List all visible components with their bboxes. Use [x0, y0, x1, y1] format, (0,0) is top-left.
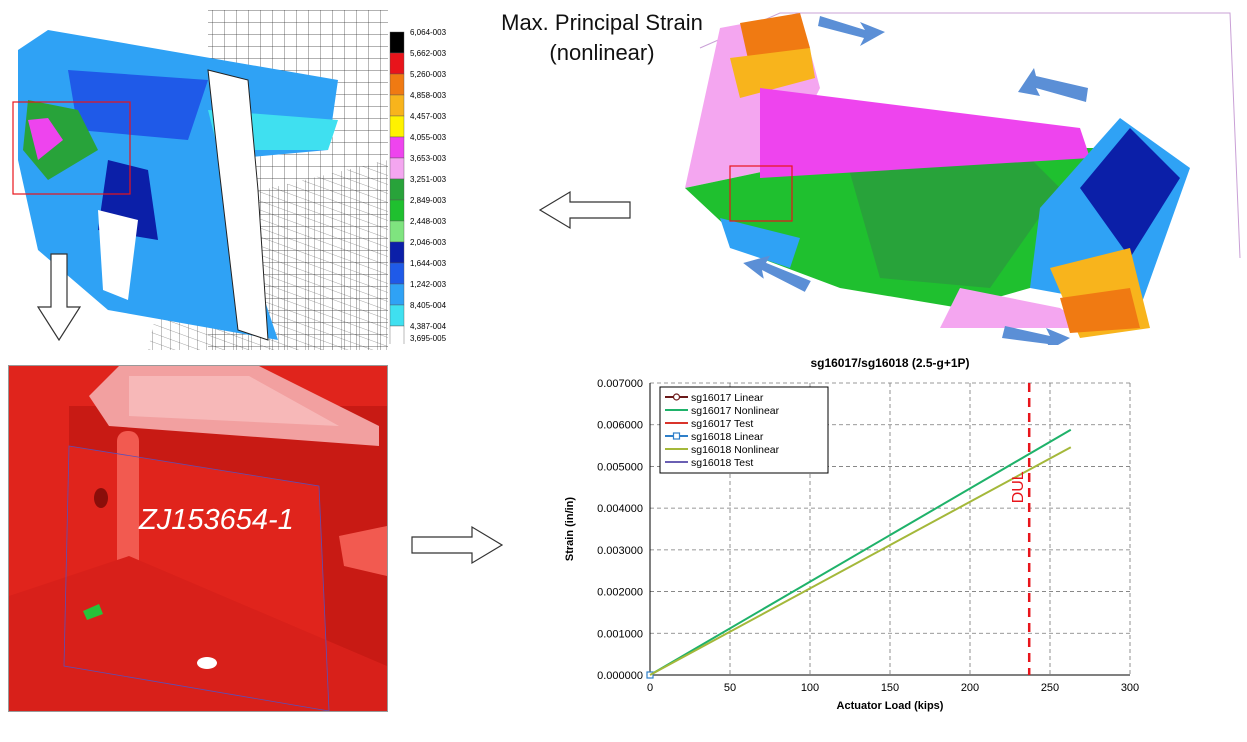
- arrow-left-icon: [538, 190, 631, 230]
- scale-label: 1,644-003: [410, 259, 447, 268]
- strain-chart: sg16017/sg16018 (2.5-g+1P) 0 50 100 150 200 25…: [523, 345, 1183, 737]
- y-axis-label: Strain (in/in): [564, 497, 576, 562]
- dul-label: DUL: [1010, 471, 1027, 503]
- x-tick-label: 0: [647, 682, 653, 694]
- load-arrow-icon: [818, 16, 885, 46]
- scale-label: 2,046-003: [410, 238, 447, 247]
- title-line-1: Max. Principal Strain: [501, 10, 703, 35]
- title-line-2: (nonlinear): [549, 40, 655, 65]
- color-scale-swatch: [389, 73, 405, 96]
- chart-legend: [659, 386, 829, 474]
- part-detail-graphic: [9, 366, 387, 711]
- x-tick-label: 300: [1121, 682, 1139, 694]
- scale-label: 2,448-003: [410, 217, 447, 226]
- scale-label: 1,242-003: [410, 280, 447, 289]
- scale-label: 4,858-003: [410, 91, 447, 100]
- scale-label: 5,662-003: [410, 49, 447, 58]
- series-line: [649, 446, 1072, 676]
- chart-title: sg16017/sg16018 (2.5-g+1P): [810, 356, 969, 370]
- part-number-label: ZJ153654-1: [139, 504, 294, 536]
- color-scale-swatch: [389, 94, 405, 117]
- y-tick-label: 0.001000: [597, 628, 643, 640]
- y-tick-label: 0.006000: [597, 420, 643, 432]
- part-detail-view: ZJ153654-1: [8, 365, 388, 712]
- x-tick-label: 200: [961, 682, 979, 694]
- scale-label: 6,064-003: [410, 28, 447, 37]
- color-scale-swatch: [389, 115, 405, 138]
- scale-label: 3,695-005: [410, 334, 447, 343]
- x-tick-label: 150: [881, 682, 899, 694]
- color-scale-swatch: [389, 178, 405, 201]
- x-tick-label: 250: [1041, 682, 1059, 694]
- legend-label: sg16018 Nonlinear: [691, 444, 780, 456]
- color-scale-swatch: [389, 52, 405, 75]
- legend-label: sg16018 Linear: [691, 431, 764, 443]
- x-tick-label: 100: [801, 682, 819, 694]
- legend-label: sg16017 Linear: [691, 392, 764, 404]
- fe-zoom-graphic: [12, 10, 388, 350]
- color-scale-swatch: [389, 199, 405, 222]
- color-scale-swatch: [389, 283, 405, 306]
- contour-color-scale: 6,064-003 5,662-003 5,260-003 4,858-003 …: [388, 14, 458, 354]
- model-highlight-box: [729, 165, 793, 222]
- fe-contour-zoom-view: [8, 10, 388, 350]
- arrow-right-icon: [411, 525, 504, 565]
- legend-label: sg16018 Test: [691, 457, 753, 469]
- color-scale-swatch: [389, 325, 405, 344]
- legend-label: sg16017 Test: [691, 418, 753, 430]
- y-tick-label: 0.003000: [597, 545, 643, 557]
- color-scale-swatch: [389, 220, 405, 243]
- scale-label: 2,849-003: [410, 196, 447, 205]
- scale-label: 5,260-003: [410, 70, 447, 79]
- legend-marker: [672, 393, 681, 401]
- fe-full-model-view: [660, 8, 1247, 353]
- color-scale-swatch: [389, 136, 405, 159]
- strain-chart-svg: sg16017/sg16018 (2.5-g+1P) 0 50 100 150 200 25…: [564, 356, 1139, 712]
- scale-label: 3,251-003: [410, 175, 447, 184]
- scale-label: 4,387-004: [410, 322, 447, 331]
- color-scale-swatch: [389, 31, 405, 54]
- legend-marker: [672, 432, 681, 440]
- load-arrow-icon: [1018, 68, 1088, 102]
- y-tick-label: 0.002000: [597, 587, 643, 599]
- zoom-highlight-box: [12, 101, 131, 195]
- scale-label: 3,653-003: [410, 154, 447, 163]
- y-tick-label: 0.005000: [597, 461, 643, 473]
- color-scale-swatch: [389, 304, 405, 327]
- color-scale-swatch: [389, 262, 405, 285]
- y-tick-label: 0.000000: [597, 670, 643, 682]
- y-tick-label: 0.004000: [597, 503, 643, 515]
- load-arrow-icon: [743, 255, 811, 292]
- legend-label: sg16017 Nonlinear: [691, 405, 780, 417]
- x-tick-label: 50: [724, 682, 736, 694]
- color-scale-swatch: [389, 157, 405, 180]
- scale-label: 8,405-004: [410, 301, 447, 310]
- scale-label: 4,457-003: [410, 112, 447, 121]
- fe-model-graphic: [685, 12, 1241, 352]
- color-scale-swatch: [389, 241, 405, 264]
- series-line: [649, 428, 1072, 676]
- y-tick-label: 0.007000: [597, 378, 643, 390]
- arrow-down-icon: [36, 253, 82, 342]
- color-scale-bar: [389, 31, 405, 344]
- figure-title: Max. Principal Strain (nonlinear): [462, 8, 742, 68]
- x-axis-label: Actuator Load (kips): [837, 700, 944, 712]
- scale-label: 4,055-003: [410, 133, 447, 142]
